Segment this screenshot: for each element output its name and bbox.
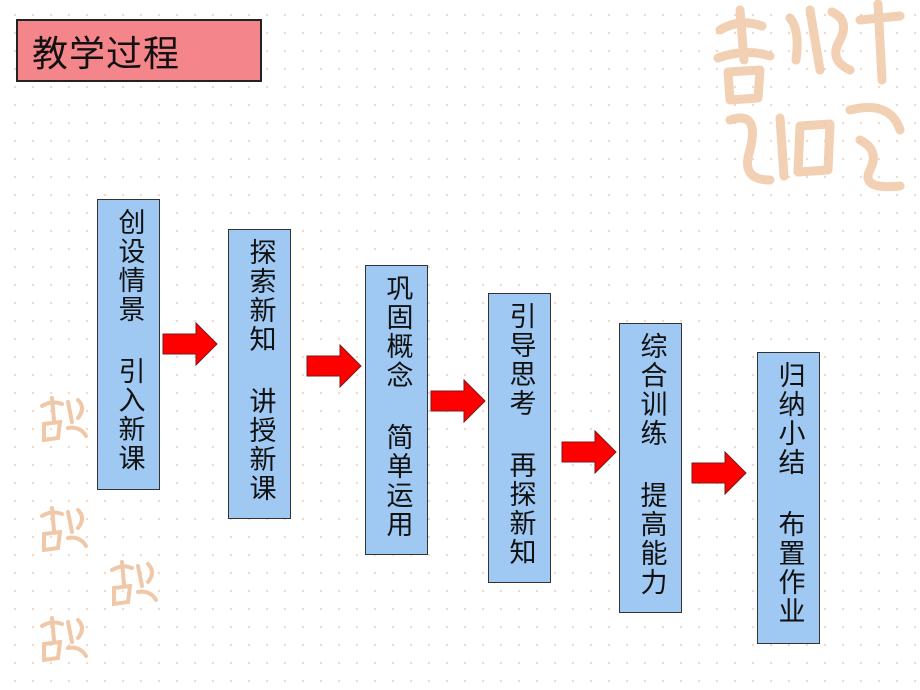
step-label-6: 归纳小结 布置作业 (773, 361, 805, 626)
seal-watermark-icon (110, 560, 158, 607)
step-box-6: 归纳小结 布置作业 (757, 352, 820, 644)
step-box-5: 综合训练 提高能力 (619, 323, 682, 613)
step-label-2: 探索新知 讲授新课 (244, 238, 276, 503)
right-arrow-icon (561, 430, 617, 474)
step-label-3: 巩固概念 简单运用 (381, 274, 413, 539)
right-arrow-icon (691, 451, 747, 495)
step-box-1: 创设情景 引入新课 (97, 199, 160, 490)
seal-watermark-icon (40, 396, 88, 443)
page-title: 教学过程 (32, 33, 181, 75)
step-box-3: 巩固概念 简单运用 (365, 265, 428, 555)
step-label-1: 创设情景 引入新课 (113, 208, 145, 473)
right-arrow-icon (306, 344, 362, 388)
step-box-4: 引导思考 再探新知 (488, 293, 551, 583)
right-arrow-icon (430, 379, 486, 423)
calligraphy-watermark-icon (713, 0, 905, 192)
step-box-2: 探索新知 讲授新课 (228, 229, 291, 519)
step-label-4: 引导思考 再探新知 (504, 302, 536, 567)
seal-watermark-icon (40, 506, 88, 553)
step-label-5: 综合训练 提高能力 (635, 332, 667, 597)
page-title-box: 教学过程 (16, 19, 262, 82)
right-arrow-icon (162, 322, 218, 366)
seal-watermark-icon (40, 616, 88, 663)
